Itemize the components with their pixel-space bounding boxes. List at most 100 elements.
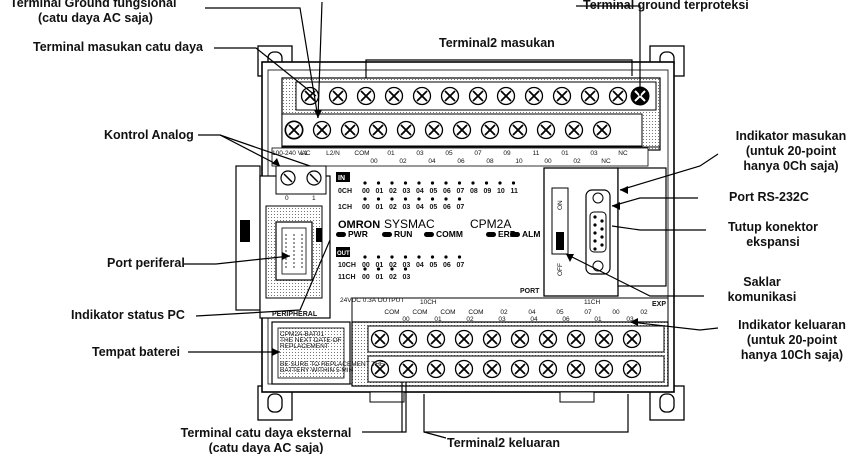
terminal-label: 06 [457, 158, 465, 165]
terminal-label: 05 [556, 309, 564, 316]
callout-terminal-catu-daya-eksternal: Terminal catu daya eksternal (catu daya … [180, 426, 352, 454]
analog-pots: 0 1 [275, 165, 327, 202]
indicator-number: 06 [443, 262, 451, 269]
terminal-label: COM [384, 309, 399, 316]
indicator-number: 00 [362, 204, 370, 211]
terminal-label: 09 [503, 150, 511, 157]
svg-text:BATTERY WITHIN 5 MIN: BATTERY WITHIN 5 MIN [280, 367, 354, 374]
indicator-number: 04 [416, 204, 424, 211]
indicator-number: 00 [362, 262, 370, 269]
output-screw-row-bottom [370, 359, 642, 379]
indicator-number: 01 [376, 204, 384, 211]
callout-terminal-ground-fungsional: Terminal Ground fungsional (catu daya AC… [10, 0, 177, 25]
svg-text:IN: IN [338, 175, 345, 182]
rs232-port-area: ON OFF PORT [520, 167, 667, 297]
terminal-label: NC [618, 150, 628, 157]
terminal-label: 07 [584, 309, 592, 316]
svg-text:THE NEXT DATE OF: THE NEXT DATE OF [280, 337, 342, 344]
callout-tutup-konektor-ekspansi: Tutup konektor ekspansi [727, 220, 819, 249]
terminal-label: NC [601, 158, 611, 165]
callout-terminal2-masukan: Terminal2 masukan [439, 36, 555, 50]
power-rating: 100-240 VAC [272, 150, 311, 157]
indicator-number: 07 [457, 204, 465, 211]
svg-text:ON: ON [557, 200, 564, 210]
indicator-number: 05 [430, 204, 438, 211]
leader-lines [184, 1, 719, 439]
status-led-label: COMM [436, 229, 463, 239]
svg-text:11CH: 11CH [338, 274, 356, 281]
indicator-number: 02 [389, 262, 397, 269]
output-screw-row-top [370, 329, 642, 349]
terminal-label: 06 [562, 316, 570, 323]
terminal-label: 02 [500, 309, 508, 316]
status-led-label: ALM [522, 229, 540, 239]
svg-text:BE SURE TO REPLACEMENT THE: BE SURE TO REPLACEMENT THE [280, 361, 385, 368]
indicator-number: 06 [443, 188, 451, 195]
svg-text:11CH: 11CH [584, 299, 600, 306]
terminal-label: L2/N [326, 150, 340, 157]
terminal-label: 01 [434, 316, 442, 323]
svg-text:PORT: PORT [520, 288, 540, 295]
indicator-number: 00 [362, 274, 370, 281]
indicator-number: 02 [389, 274, 397, 281]
indicator-number: 05 [430, 188, 438, 195]
indicator-number: 02 [389, 204, 397, 211]
terminal-label: 00 [612, 309, 620, 316]
indicator-number: 07 [457, 262, 465, 269]
callout-port-periferal: Port periferal [107, 256, 185, 270]
leader-arrows [272, 88, 644, 356]
callout-port-rs232c: Port RS-232C [729, 190, 809, 204]
status-led-label: ERR [498, 229, 516, 239]
svg-text:OUT: OUT [337, 251, 350, 257]
callout-saklar-komunikasi: Saklar komunikasi [727, 275, 797, 304]
svg-text:10CH: 10CH [338, 262, 356, 269]
svg-text:EXP: EXP [652, 301, 666, 308]
terminal-label: 08 [486, 158, 494, 165]
peripheral-label: PERIPHERAL [272, 311, 318, 318]
indicator-number: 07 [457, 188, 465, 195]
indicator-number: 06 [443, 204, 451, 211]
terminal-label: 03 [590, 150, 598, 157]
callout-indikator-keluaran: Indikator keluaran (untuk 20-point hanya… [738, 318, 846, 362]
terminal-label: 11 [533, 150, 540, 157]
indicator-number: 01 [376, 188, 384, 195]
svg-text:REPLACEMENT: REPLACEMENT [280, 343, 329, 350]
status-led-label: PWR [348, 229, 368, 239]
callout-tempat-baterei: Tempat baterei [92, 345, 180, 359]
svg-text:CPM2A-BAT01: CPM2A-BAT01 [280, 331, 324, 338]
terminal-label: 02 [399, 158, 407, 165]
terminal-label: 01 [387, 150, 395, 157]
brand-line: OMRON SYSMAC CPM2A [338, 217, 511, 231]
indicator-number: 03 [403, 204, 411, 211]
terminal-label: COM [468, 309, 483, 316]
terminal-label: 04 [528, 309, 536, 316]
svg-text:SYSMAC: SYSMAC [384, 217, 435, 231]
callout-terminal-ground-terproteksi: Terminal ground terproteksi [583, 0, 749, 12]
terminal-label: 03 [416, 150, 424, 157]
terminal-label: 02 [573, 158, 581, 165]
terminal-label: 00 [402, 316, 410, 323]
status-led-label: RUN [394, 229, 412, 239]
svg-text:10CH: 10CH [420, 299, 437, 306]
indicator-number: 11 [511, 188, 519, 195]
terminal-label: L1 [300, 150, 308, 157]
terminal-label: 03 [626, 316, 634, 323]
terminal-label: 02 [466, 316, 474, 323]
terminal-label: COM [440, 309, 455, 316]
terminal-label: 01 [561, 150, 569, 157]
svg-text:OFF: OFF [557, 263, 564, 276]
indicator-number: 00 [362, 188, 370, 195]
indicator-number: 08 [470, 188, 478, 195]
indicator-number: 03 [403, 274, 411, 281]
svg-text:0CH: 0CH [338, 188, 352, 195]
status-led-row: PWR RUN COMM ERR ALM [336, 229, 540, 239]
terminal-label: 05 [445, 150, 453, 157]
indicator-number: 05 [430, 262, 438, 269]
terminal-label: 04 [428, 158, 436, 165]
callout-indikator-status-pc: Indikator status PC [71, 308, 185, 322]
battery-area: CPM2A-BAT01 THE NEXT DATE OF REPLACEMENT… [271, 321, 385, 385]
